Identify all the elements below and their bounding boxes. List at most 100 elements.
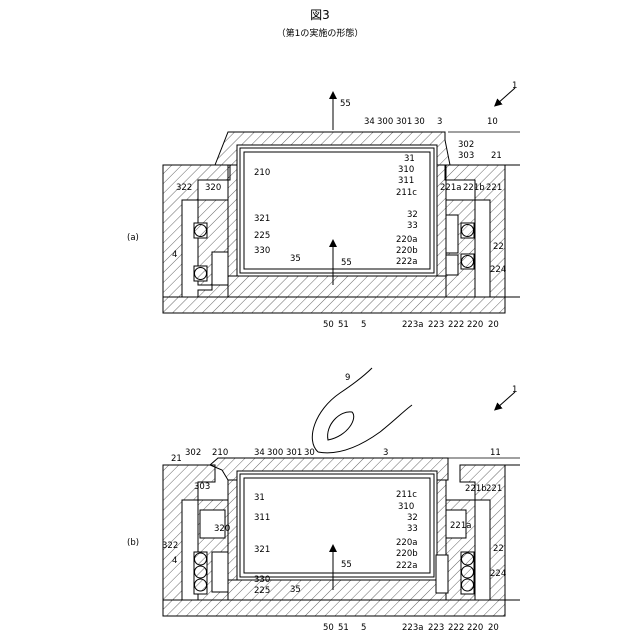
bottom-plate bbox=[228, 276, 446, 297]
base-plate bbox=[163, 600, 505, 616]
side-wall-right bbox=[437, 165, 446, 276]
o-ring-left-1 bbox=[195, 553, 207, 565]
label: 50 bbox=[323, 320, 334, 330]
label: 20 bbox=[488, 623, 499, 633]
slot-left-2 bbox=[212, 552, 228, 592]
label: 55 bbox=[340, 99, 351, 109]
label: 21 bbox=[491, 151, 502, 161]
label: 310 bbox=[398, 165, 414, 175]
label: 321 bbox=[254, 545, 270, 555]
label-ref-1: 1 bbox=[512, 385, 517, 395]
label: 220b bbox=[396, 549, 418, 559]
o-ring-left-2 bbox=[195, 566, 207, 578]
o-ring-left-1 bbox=[195, 225, 207, 237]
o-ring-right-1 bbox=[462, 553, 474, 565]
panel-b-label: (b) bbox=[127, 538, 139, 548]
slot-right-2 bbox=[446, 255, 458, 275]
o-ring-left-3 bbox=[195, 579, 207, 591]
label: 220a bbox=[396, 538, 417, 548]
label: 10 bbox=[487, 117, 498, 127]
finger-outline-2 bbox=[318, 405, 412, 453]
label: 4 bbox=[172, 250, 177, 260]
label: 34 bbox=[364, 117, 375, 127]
label: 55 bbox=[341, 560, 352, 570]
fingernail bbox=[328, 412, 354, 440]
label: 221 bbox=[486, 484, 502, 494]
panel-b: (b) bbox=[127, 368, 520, 633]
side-wall-left bbox=[228, 165, 237, 276]
label: 322 bbox=[162, 541, 178, 551]
slot-right-2 bbox=[436, 555, 448, 593]
o-ring-right-1 bbox=[462, 225, 474, 237]
label: 322 bbox=[176, 183, 192, 193]
label: 31 bbox=[404, 154, 415, 164]
o-ring-right-3 bbox=[462, 579, 474, 591]
label: 220a bbox=[396, 235, 417, 245]
label: 4 bbox=[172, 556, 177, 566]
label: 222a bbox=[396, 257, 417, 267]
label: 221 bbox=[486, 183, 502, 193]
label: 221a bbox=[450, 521, 471, 531]
label: 224 bbox=[490, 265, 506, 275]
label: 30 bbox=[414, 117, 425, 127]
label-ref-1: 1 bbox=[512, 81, 517, 91]
label: 210 bbox=[254, 168, 270, 178]
label: 32 bbox=[407, 210, 418, 220]
slot-right bbox=[446, 215, 458, 253]
label: 35 bbox=[290, 254, 301, 264]
label: 223 bbox=[428, 320, 444, 330]
label: 51 bbox=[338, 623, 349, 633]
label: 320 bbox=[214, 524, 230, 534]
slot-left bbox=[212, 252, 228, 285]
label: 32 bbox=[407, 513, 418, 523]
label: 33 bbox=[407, 524, 418, 534]
label: 220b bbox=[396, 246, 418, 256]
o-ring-right-2 bbox=[462, 566, 474, 578]
finger-outline bbox=[312, 368, 372, 452]
label: 5 bbox=[361, 320, 366, 330]
label: 301 bbox=[396, 117, 412, 127]
label: 30 bbox=[304, 448, 315, 458]
label: 310 bbox=[398, 502, 414, 512]
o-ring-left-2 bbox=[195, 268, 207, 280]
label: 221a bbox=[440, 183, 461, 193]
label: 311 bbox=[398, 176, 414, 186]
label: 302 bbox=[458, 140, 474, 150]
label: 222 bbox=[448, 623, 464, 633]
label: 222a bbox=[396, 561, 417, 571]
label: 31 bbox=[254, 493, 265, 503]
label: 210 bbox=[212, 448, 228, 458]
label: 11 bbox=[490, 448, 501, 458]
label: 222 bbox=[448, 320, 464, 330]
label: 330 bbox=[254, 246, 270, 256]
figure-subtitle: （第1の実施の形態） bbox=[277, 27, 364, 39]
o-ring-right-2 bbox=[462, 256, 474, 268]
label: 33 bbox=[407, 221, 418, 231]
label: 301 bbox=[286, 448, 302, 458]
label: 303 bbox=[194, 482, 210, 492]
label: 321 bbox=[254, 214, 270, 224]
label: 3 bbox=[437, 117, 442, 127]
label: 300 bbox=[377, 117, 393, 127]
figure-title: 図3 bbox=[310, 8, 330, 22]
label: 21 bbox=[171, 454, 182, 464]
label: 300 bbox=[267, 448, 283, 458]
label: 221b bbox=[463, 183, 485, 193]
label: 225 bbox=[254, 586, 270, 596]
label: 55 bbox=[341, 258, 352, 268]
label: 223a bbox=[402, 623, 423, 633]
label: 223a bbox=[402, 320, 423, 330]
label: 35 bbox=[290, 585, 301, 595]
base-plate bbox=[163, 297, 505, 313]
label: 303 bbox=[458, 151, 474, 161]
label: 220 bbox=[467, 623, 483, 633]
label: 211c bbox=[396, 490, 417, 500]
label: 311 bbox=[254, 513, 270, 523]
label: 223 bbox=[428, 623, 444, 633]
label: 20 bbox=[488, 320, 499, 330]
label: 224 bbox=[490, 569, 506, 579]
label: 51 bbox=[338, 320, 349, 330]
label: 330 bbox=[254, 575, 270, 585]
